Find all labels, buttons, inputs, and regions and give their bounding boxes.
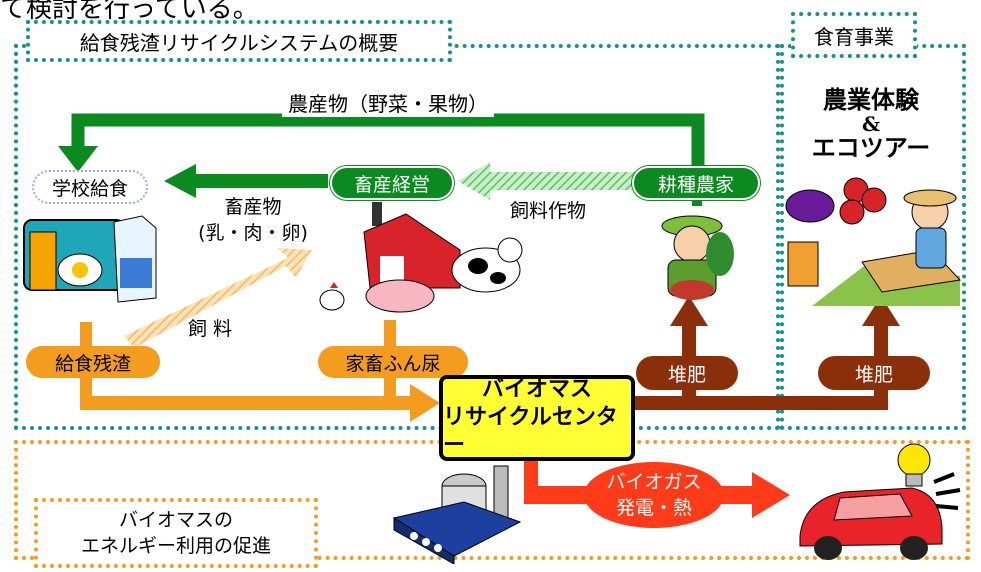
livestock-products-label: 畜産物 (乳・肉・卵) (188, 194, 318, 246)
compost-up-edu-head (862, 296, 900, 326)
manure-down-1 (384, 320, 396, 352)
school-lunch-node: 学校給食 (32, 170, 148, 204)
livestock-products-line1: 畜産物 (224, 196, 282, 218)
feed-crops-arrowhead (458, 162, 490, 200)
compost-node-2: 堆肥 (818, 356, 930, 390)
event-line3: エコツアー (811, 133, 931, 162)
biogas-plant-illustration (392, 465, 522, 564)
center-line1: バイオマス (481, 377, 592, 402)
energy-title-line2: エネルギー利用の促進 (80, 535, 271, 557)
food-education-title: 食育事業 (791, 12, 917, 58)
system-region-title: 給食残渣リサイクルシステムの概要 (26, 20, 452, 62)
livestock-illustration (319, 202, 523, 313)
biogas-line2: 発電・熱 (615, 497, 692, 519)
feed-arrow (124, 248, 312, 348)
produce-arrowhead (58, 146, 98, 172)
farmer-node: 耕種農家 (632, 166, 760, 200)
livestock-products-arrowhead (164, 164, 196, 198)
residue-down-1 (80, 322, 92, 350)
manure-down-2 (384, 372, 396, 402)
manure-node: 家畜ふん尿 (318, 346, 468, 378)
recycle-center: バイオマス リサイクルセンター (439, 375, 635, 461)
food-education-illustration (785, 177, 962, 306)
residue-to-center (80, 396, 418, 410)
center-line2: リサイクルセンター (443, 405, 618, 458)
biogas-node: バイオガス 発電・熱 (584, 462, 724, 528)
school-lunch-illustration (23, 215, 157, 303)
biogas-arrowhead (752, 472, 790, 518)
compost-line (630, 396, 888, 410)
energy-region-title: バイオマスの エネルギー利用の促進 (34, 498, 318, 568)
car-illustration (799, 443, 961, 560)
feed-crops-label: 飼料作物 (510, 200, 587, 222)
farmer-illustration (661, 215, 734, 300)
produce-label: 農産物（野菜・果物） (282, 88, 494, 117)
feed-label: 飼 料 (188, 318, 233, 340)
energy-title-line1: バイオマスの (118, 509, 233, 531)
biogas-line1: バイオガス (606, 471, 702, 493)
event-line2: & (861, 112, 881, 136)
to-center-arrowhead (410, 384, 440, 422)
livestock-products-line2: (乳・肉・卵) (198, 222, 308, 244)
lunch-residue-node: 給食残渣 (26, 346, 160, 378)
farm-experience-label: 農業体験 & エコツアー (798, 86, 944, 162)
compost-node-1: 堆肥 (636, 356, 738, 390)
compost-up-farmer-head (670, 296, 708, 326)
livestock-node: 畜産経営 (330, 166, 454, 200)
event-line1: 農業体験 (823, 85, 919, 114)
feed-crops-shaft (487, 172, 635, 190)
livestock-products-shaft (192, 174, 328, 188)
produce-arrow (71, 113, 705, 178)
